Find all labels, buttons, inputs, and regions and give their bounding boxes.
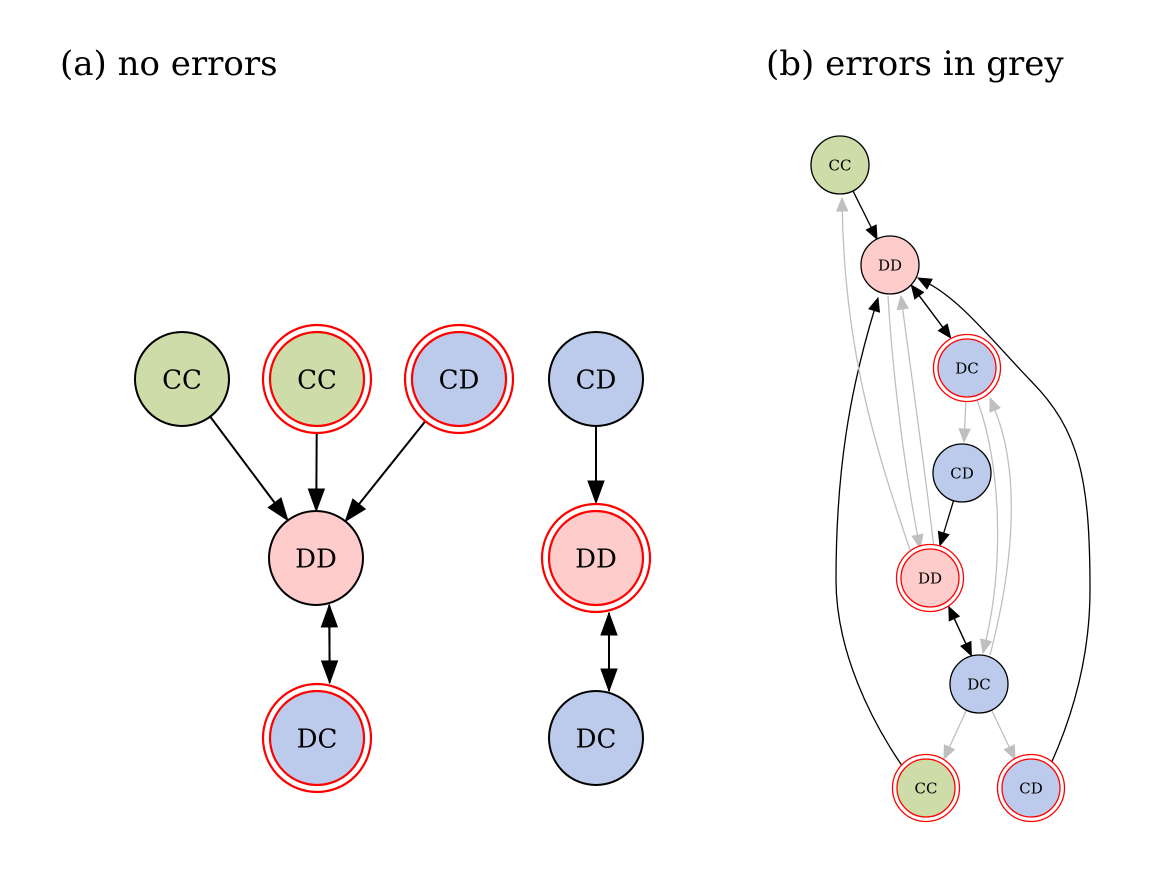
arrowhead-a_cc1-to-a_dd [267,497,289,522]
node-circle [268,330,366,428]
node-b_cd1: CD [932,443,992,503]
node-circle [860,235,920,295]
node-b_dc1: DC [932,333,1002,403]
node-a_cd2: CD [548,331,644,427]
node-circle [896,758,956,818]
node-a_dd: DD [268,510,364,606]
arrowhead-b_dc2-to-b_cc2 [943,744,956,761]
node-circle [268,510,364,606]
node-circle [410,330,508,428]
edge-b_dd2-to-b_dd-error [901,306,935,549]
edge-b_cc2-to-b_dd [835,308,906,771]
node-circle [548,690,644,786]
arrowhead-b_dc2-to-b_dc1 [989,396,1001,413]
node-a_dc2: DC [548,690,644,786]
edge-b_dc2-to-b_dc1-error [989,407,1012,656]
node-label: CC [829,156,852,174]
arrowhead-b_dd2-to-b_cc [835,196,849,212]
arrowhead-b_cd1-to-b_dd2 [937,530,950,547]
arrowhead-b_dc1-to-b_cd1 [958,428,971,444]
edges-layer [209,190,1091,771]
node-a_dd2: DD [540,502,652,614]
edge-b_dd2-to-b_cc-error [841,208,911,551]
node-label: DD [878,256,902,274]
node-label: DC [967,675,991,693]
node-label: DD [295,544,337,574]
node-circle [810,135,870,195]
node-label: DC [297,724,338,754]
arrowhead-b_dc2-to-b_dd2 [948,605,961,622]
edge-b_dc1-to-b_dc2-error [976,399,999,643]
node-circle [268,689,366,787]
edge-b_dd-to-b_dd2-error [887,295,919,538]
edge-a_cc1-to-a_dd [209,416,277,505]
arrowhead-a_dc-to-a_dd [320,603,339,628]
panel-b-title: (b) errors in grey [766,44,1064,84]
edge-b_dc2-to-b_dd2 [952,616,972,656]
arrowhead-b_cd2-to-b_dd [916,277,933,290]
arrowhead-a_cd2-to-a_dd2 [587,480,605,505]
arrowhead-b_cc-to-b_dd [865,224,878,241]
node-label: CC [162,365,202,395]
edge-b_dc2-to-b_cd2-error [991,710,1011,750]
arrowhead-b_cc2-to-b_dd [868,296,881,313]
node-circle [1001,758,1061,818]
node-label: CC [297,365,337,395]
arrowhead-a_cd1-to-a_dd [344,498,367,523]
node-label: CD [1019,779,1043,797]
node-a_cc2: CC [261,323,373,435]
node-label: DD [575,544,617,574]
node-b_dc2: DC [949,654,1009,714]
node-circle [949,654,1009,714]
arrowhead-a_dc2-to-a_dd2 [600,611,618,636]
arrowhead-b_dc1-to-b_dd [910,284,925,300]
arrowhead-b_dd2-to-b_dd [896,294,909,311]
node-a_dc: DC [261,682,373,794]
node-circle [900,548,960,608]
edge-a_cd1-to-a_dd [357,421,426,507]
node-circle [547,509,645,607]
nodes-layer: CC CC CD DD DC CD DD DC CC DD DC CD DD DC CC CD [134,135,1066,823]
node-circle [134,331,230,427]
node-label: DC [576,724,617,754]
node-b_cd2: CD [996,753,1066,823]
node-b_cc: CC [810,135,870,195]
node-a_cc1: CC [134,331,230,427]
node-label: CD [950,464,974,482]
edge-b_cc-to-b_dd [852,190,873,230]
node-b_cc2: CC [891,753,961,823]
node-label: CC [915,779,938,797]
edge-b_dc2-to-b_cc2-error [948,710,967,750]
arrowhead-b_dc1-to-b_dc2 [980,638,993,655]
edge-b_cd1-to-b_dd2 [942,500,955,536]
edge-b_dc1-to-b_cd1-error [963,398,967,432]
node-b_dd: DD [860,235,920,295]
node-label: DD [918,569,942,587]
node-label: CD [576,365,617,395]
node-label: DC [955,359,979,377]
edge-b_cd2-to-b_dd [927,282,1091,767]
edge-b_dc1-to-b_dd [917,293,952,339]
arrowhead-a_cc2-to-a_dd [307,488,326,513]
node-circle [937,338,997,398]
panel-a-title: (a) no errors [60,44,278,84]
arrowhead-b_dc2-to-b_cd2 [1003,744,1016,761]
node-a_cd1: CD [403,323,515,435]
node-label: CD [439,365,480,395]
node-circle [932,443,992,503]
node-b_dd2: DD [895,543,965,613]
node-circle [548,331,644,427]
arrowhead-b_dd-to-b_dd2 [911,533,924,550]
